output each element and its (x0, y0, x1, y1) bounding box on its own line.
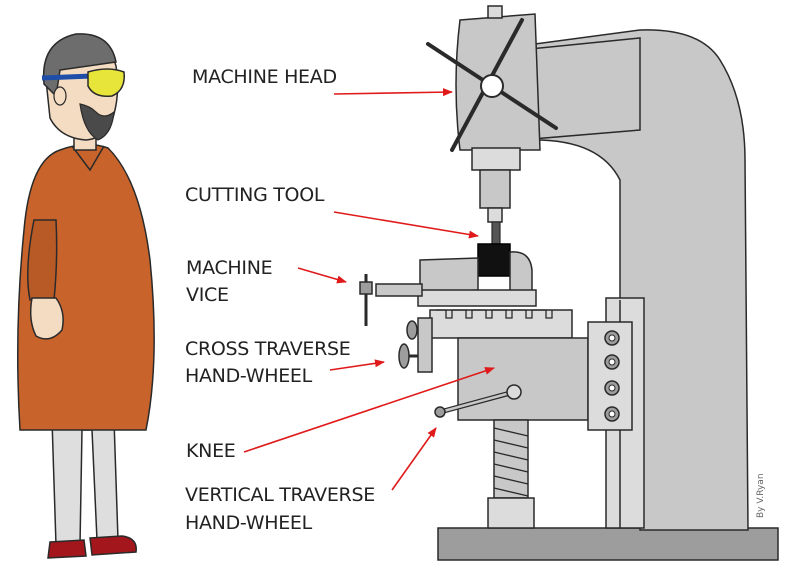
machine-column (534, 29, 749, 531)
operator-shoe-front (89, 535, 137, 556)
cross-traverse-handwheel (398, 320, 418, 369)
label-cross-traverse-line1: CROSS TRAVERSE (185, 338, 350, 360)
screw-thread (493, 427, 529, 497)
arrow-knee (243, 367, 495, 453)
head-quill (479, 169, 511, 209)
machine-vice (359, 251, 537, 326)
label-cross-traverse-line2: HAND-WHEEL (185, 365, 313, 387)
operator-trousers (51, 419, 119, 546)
machine-knee (457, 337, 589, 421)
milling-machine (359, 5, 779, 561)
workpiece (477, 243, 511, 277)
operator-arm (27, 219, 58, 301)
screw-base (487, 497, 535, 529)
operator-beard (79, 103, 115, 141)
label-vertical-traverse-line2: HAND-WHEEL (185, 512, 313, 534)
arrow-vertical-traverse (391, 427, 437, 491)
operator-ear (53, 86, 67, 106)
label-machine-vice-line2: VICE (186, 284, 229, 306)
operator-figure (17, 33, 155, 559)
label-machine-head: MACHINE HEAD (192, 66, 337, 88)
head-top-cap (487, 5, 503, 19)
arrow-machine-head (333, 88, 453, 97)
operator-hand (29, 297, 64, 340)
machine-saddle (417, 317, 433, 373)
operator-collar (71, 145, 105, 172)
label-knee: KNEE (186, 440, 235, 462)
machine-base (437, 527, 779, 561)
operator-coat (17, 143, 155, 431)
arrow-machine-vice (297, 267, 347, 284)
arrow-cross-traverse (329, 359, 385, 371)
vertical-traverse-handwheel (434, 384, 522, 418)
label-vertical-traverse-line1: VERTICAL TRAVERSE (185, 484, 375, 506)
operator-goggle-strap (41, 73, 93, 81)
table-tslots (436, 309, 553, 319)
head-handwheel-hub (480, 74, 504, 98)
arrow-cutting-tool (333, 211, 479, 239)
tool-holder (487, 207, 503, 223)
machine-table (429, 309, 573, 339)
operator-shoe-back (47, 539, 87, 559)
operator-goggles-icon (87, 68, 125, 98)
author-credit: By V.Ryan (756, 473, 766, 518)
label-cutting-tool: CUTTING TOOL (185, 184, 325, 206)
head-spindle-housing (471, 147, 521, 171)
operator-hair (42, 33, 117, 98)
label-machine-vice-line1: MACHINE (186, 257, 272, 279)
cutting-tool (491, 221, 501, 245)
